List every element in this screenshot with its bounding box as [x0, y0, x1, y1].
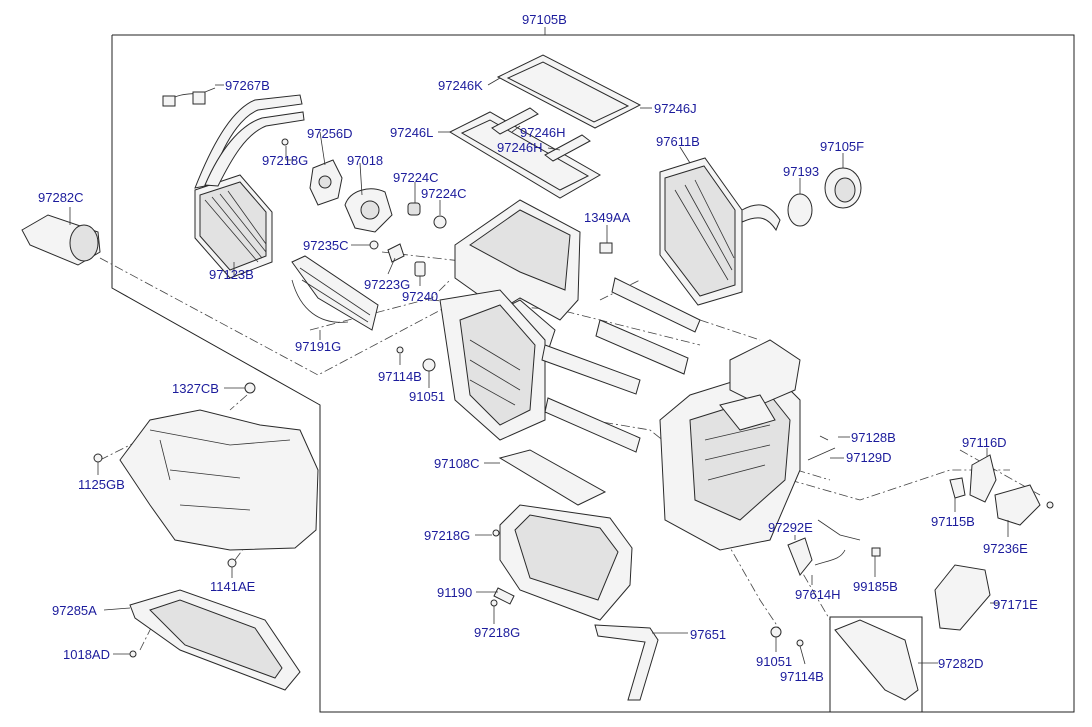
- label-97114B-b: 97114B: [780, 669, 824, 684]
- label-97123B: 97123B: [209, 267, 254, 282]
- evaporator-97611B: [659, 157, 781, 306]
- label-91190: 91190: [437, 585, 472, 600]
- label-97223G: 97223G: [364, 277, 410, 292]
- label-97282D: 97282D: [938, 656, 984, 671]
- label-97267B: 97267B: [225, 78, 270, 93]
- label-97218G-top: 97218G: [262, 153, 308, 168]
- engine-room-block: [93, 382, 319, 568]
- assembly-boundary: [111, 27, 1075, 713]
- label-97105F: 97105F: [820, 139, 864, 154]
- label-97128B: 97128B: [851, 430, 896, 445]
- label-97611B: 97611B: [656, 134, 700, 149]
- label-97240: 97240: [402, 289, 438, 304]
- duct-97171E: [934, 564, 991, 631]
- label-91051-b: 91051: [756, 654, 792, 669]
- label-97282C: 97282C: [38, 190, 84, 205]
- main-hvac-case-left: [439, 289, 546, 441]
- drain-hose-97651: [594, 624, 659, 701]
- label-97614H: 97614H: [795, 587, 841, 602]
- label-1018AD: 1018AD: [63, 647, 110, 662]
- label-97108C: 97108C: [434, 456, 480, 471]
- mode-actuator-97116D: [949, 454, 1054, 526]
- label-97235C: 97235C: [303, 238, 349, 253]
- cap-97105F: [824, 167, 862, 209]
- label-97115B: 97115B: [931, 514, 975, 529]
- label-1125GB: 1125GB: [78, 477, 125, 492]
- label-1141AE: 1141AE: [210, 579, 256, 594]
- lower-case-91190: [490, 504, 633, 621]
- leader-lines: [69, 77, 1009, 665]
- label-97256D: 97256D: [307, 126, 353, 141]
- ring-97193: [787, 193, 813, 227]
- label-97224C-b: 97224C: [421, 186, 467, 201]
- pipe-bracket-97191G: [291, 255, 379, 331]
- label-97246H-a: 97246H: [520, 125, 566, 140]
- duct-97282D: [834, 619, 919, 701]
- label-91051-a: 91051: [409, 389, 445, 404]
- label-99185B: 99185B: [853, 579, 898, 594]
- label-97191G: 97191G: [295, 339, 341, 354]
- label-97218G-mid: 97218G: [424, 528, 470, 543]
- label-97651: 97651: [690, 627, 726, 642]
- part-labels: 97105B 97267B 97256D 97218G 97018 97224C…: [38, 12, 1038, 684]
- link-97018: [344, 188, 393, 233]
- label-97171E: 97171E: [993, 597, 1038, 612]
- label-97246H-b: 97246H: [497, 140, 543, 155]
- label-97018: 97018: [347, 153, 383, 168]
- label-97246K: 97246K: [438, 78, 483, 93]
- label-97105B: 97105B: [522, 12, 567, 27]
- label-97114B-a: 97114B: [378, 369, 422, 384]
- wire-harness-97267B: [162, 87, 216, 107]
- label-97292E: 97292E: [768, 520, 813, 535]
- actuator-97256D: [281, 138, 343, 206]
- sensor-97614H: [787, 519, 881, 576]
- label-97246J: 97246J: [654, 101, 697, 116]
- label-97218G-bottom: 97218G: [474, 625, 520, 640]
- label-97129D: 97129D: [846, 450, 892, 465]
- label-1349AA: 1349AA: [584, 210, 631, 225]
- heater-core-97123B: [194, 94, 305, 279]
- label-97236E: 97236E: [983, 541, 1028, 556]
- label-97285A: 97285A: [52, 603, 97, 618]
- label-97193: 97193: [783, 164, 819, 179]
- label-1327CB: 1327CB: [172, 381, 219, 396]
- clip-1349AA: [599, 242, 613, 254]
- filter-seals-97246: [448, 54, 642, 199]
- label-97116D: 97116D: [962, 435, 1007, 450]
- label-97246L: 97246L: [390, 125, 433, 140]
- label-97224C-a: 97224C: [393, 170, 439, 185]
- drain-tray-97108C: [498, 449, 607, 506]
- main-hvac-case-right: [659, 339, 801, 551]
- air-duct-97282C: [21, 214, 101, 266]
- case-door-plates: [541, 277, 701, 453]
- under-cover-97285A: [129, 589, 301, 691]
- small-parts-97224C: [369, 202, 447, 277]
